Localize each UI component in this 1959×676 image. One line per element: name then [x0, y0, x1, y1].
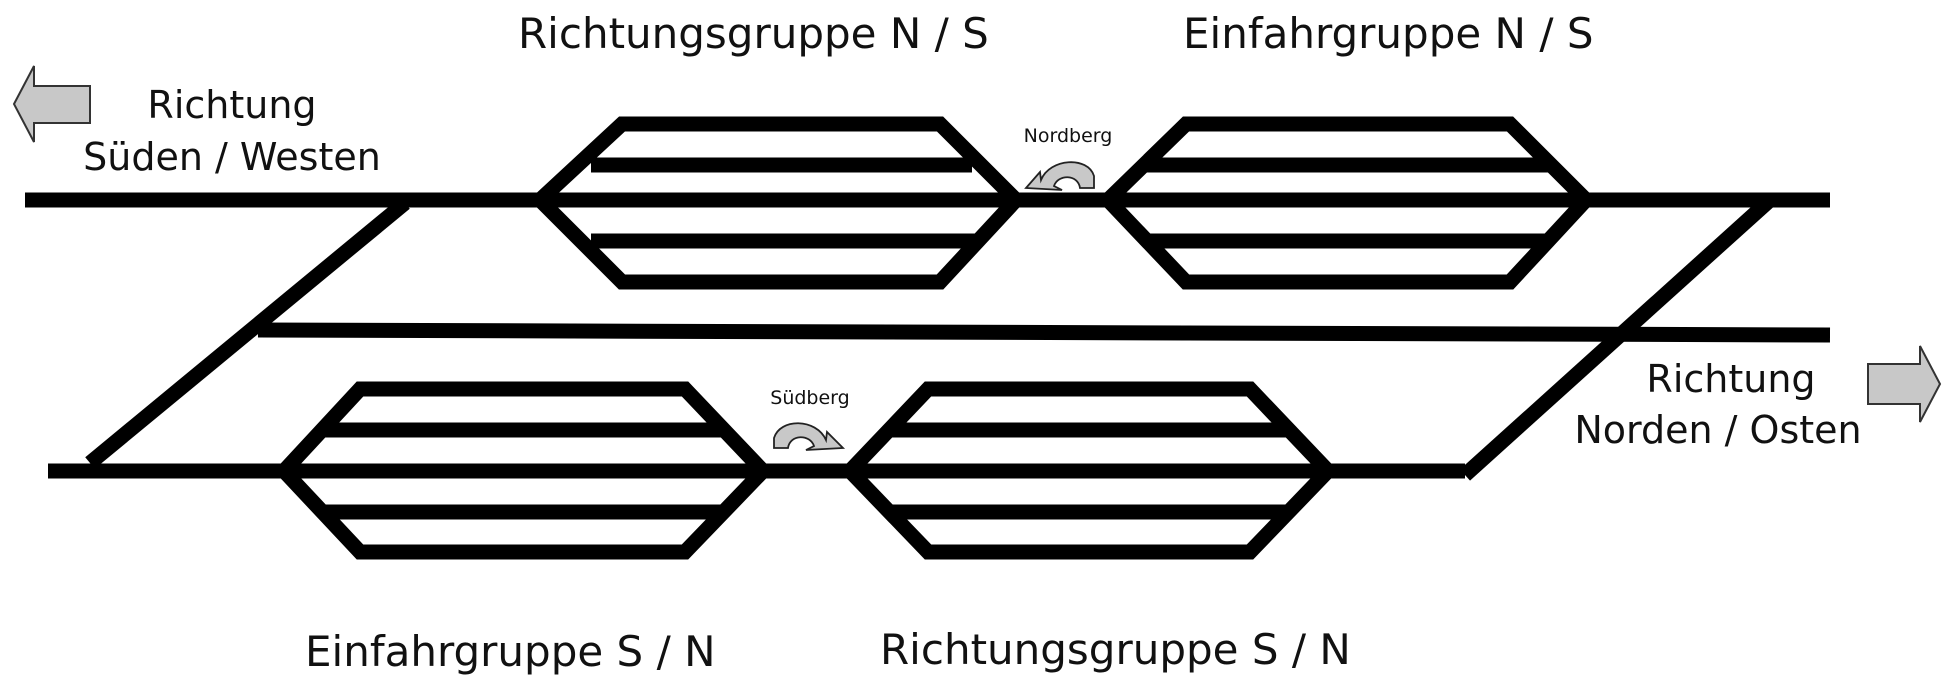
connecting-track: [257, 322, 1831, 343]
yard-einfahrgruppe-ns: [1097, 116, 1597, 290]
label-einfahrgruppe-ns: Einfahrgruppe N / S: [1183, 9, 1593, 58]
label-nordberg: Nordberg: [1024, 125, 1113, 147]
yard-einfahrgruppe-sn: [273, 381, 774, 560]
left-diagonal-track: [85, 197, 410, 469]
right-diagonal-track: [1459, 194, 1776, 481]
label-richtungsgruppe-sn: Richtungsgruppe S / N: [880, 625, 1351, 674]
label-suedberg: Südberg: [770, 387, 849, 409]
curved-arrow-left-icon: [1024, 161, 1095, 191]
yard-richtungsgruppe-sn: [839, 381, 1339, 560]
arrow-left-icon: [12, 65, 91, 143]
arrow-right-icon: [1867, 345, 1942, 423]
yard-richtungsgruppe-ns: [529, 116, 1027, 290]
label-richtung-sw-1: Richtung: [147, 83, 316, 127]
curved-arrow-right-icon: [773, 422, 846, 451]
label-richtung-sw-2: Süden / Westen: [83, 135, 381, 179]
label-einfahrgruppe-sn: Einfahrgruppe S / N: [305, 627, 715, 676]
label-richtung-no-2: Norden / Osten: [1574, 408, 1861, 452]
label-richtung-no-1: Richtung: [1646, 357, 1815, 401]
label-richtungsgruppe-ns: Richtungsgruppe N / S: [518, 9, 989, 58]
